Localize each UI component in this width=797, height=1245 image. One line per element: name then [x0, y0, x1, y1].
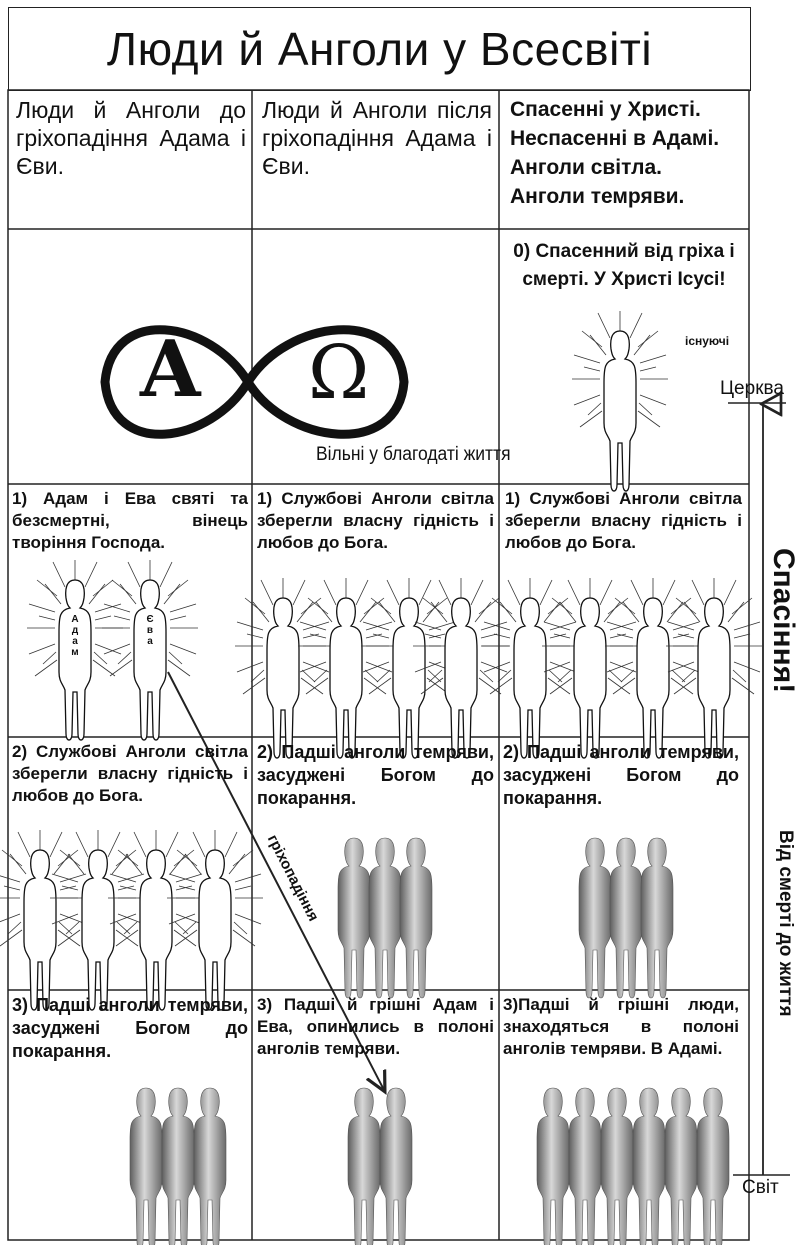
header-col1: Люди й Анголи до гріхопадіння Адама і Єв…: [16, 96, 246, 180]
omega-letter: Ω: [308, 333, 369, 413]
angels-of-light-group-3: [0, 830, 263, 1010]
row1-col3-text: 1) Службові Анголи світла зберегли власн…: [505, 488, 742, 554]
row3-col3-text: 3)Падші й грішні люди, знаходяться в пол…: [503, 994, 739, 1060]
fallen-adam-eve-figures: [348, 1088, 412, 1245]
row3-col1-text: 3) Падші анголи темряви, засуджені Богом…: [12, 994, 248, 1063]
fallen-people-group: [537, 1088, 729, 1245]
existing-label: існуючі: [685, 334, 729, 348]
saved-person-figure: [572, 311, 668, 491]
alpha-letter: A: [140, 330, 201, 410]
world-label: Світ: [742, 1177, 779, 1199]
row1-col2-text: 1) Службові Анголи світла зберегли власн…: [257, 488, 494, 554]
row3-col2-text: 3) Падші й грішні Адам і Ева, опинились …: [257, 994, 494, 1060]
angels-of-light-group-2: [482, 578, 762, 758]
saved-in-christ-text: 0) Спасенний від гріха і смерті. У Христ…: [503, 238, 745, 294]
row2-col2-text: 2) Падші анголи темряви, засуджені Богом…: [257, 741, 494, 810]
church-label: Церква: [720, 378, 784, 400]
row1-col1-text: 1) Адам і Ева святі та безсмертні, вінец…: [12, 488, 248, 554]
header-col2: Люди й Анголи після гріхопадіння Адама і…: [262, 96, 492, 180]
eve-figure: [102, 560, 198, 740]
eve-label: Єва: [145, 614, 155, 647]
row2-col1-text: 2) Службові Анголи світла зберегли власн…: [12, 741, 248, 807]
free-in-grace-caption: Вільні у благодаті життя: [316, 444, 511, 466]
header-col3-line4: Анголи темряви.: [510, 182, 746, 211]
dark-angels-group-2: [579, 838, 673, 998]
header-col3-line3: Анголи світла.: [510, 153, 746, 182]
death-to-life-label: Від смерті до життя: [774, 830, 796, 1017]
header-col3: Спасенні у Христі. Неспасенні в Адамі. А…: [510, 95, 746, 211]
adam-label: Адам: [70, 614, 80, 658]
page-title: Люди й Анголи у Всесвіті: [8, 7, 751, 91]
dark-angels-group-1: [338, 838, 432, 998]
header-col3-line2: Неспасенні в Адамі.: [510, 124, 746, 153]
header-col3-line1: Спасенні у Христі.: [510, 95, 746, 124]
row2-col3-text: 2) Падші анголи темряви, засуджені Богом…: [503, 741, 739, 810]
angels-of-light-group-1: [235, 578, 509, 758]
dark-angels-group-3: [130, 1088, 226, 1245]
salvation-label: Спасіння!: [766, 548, 797, 693]
